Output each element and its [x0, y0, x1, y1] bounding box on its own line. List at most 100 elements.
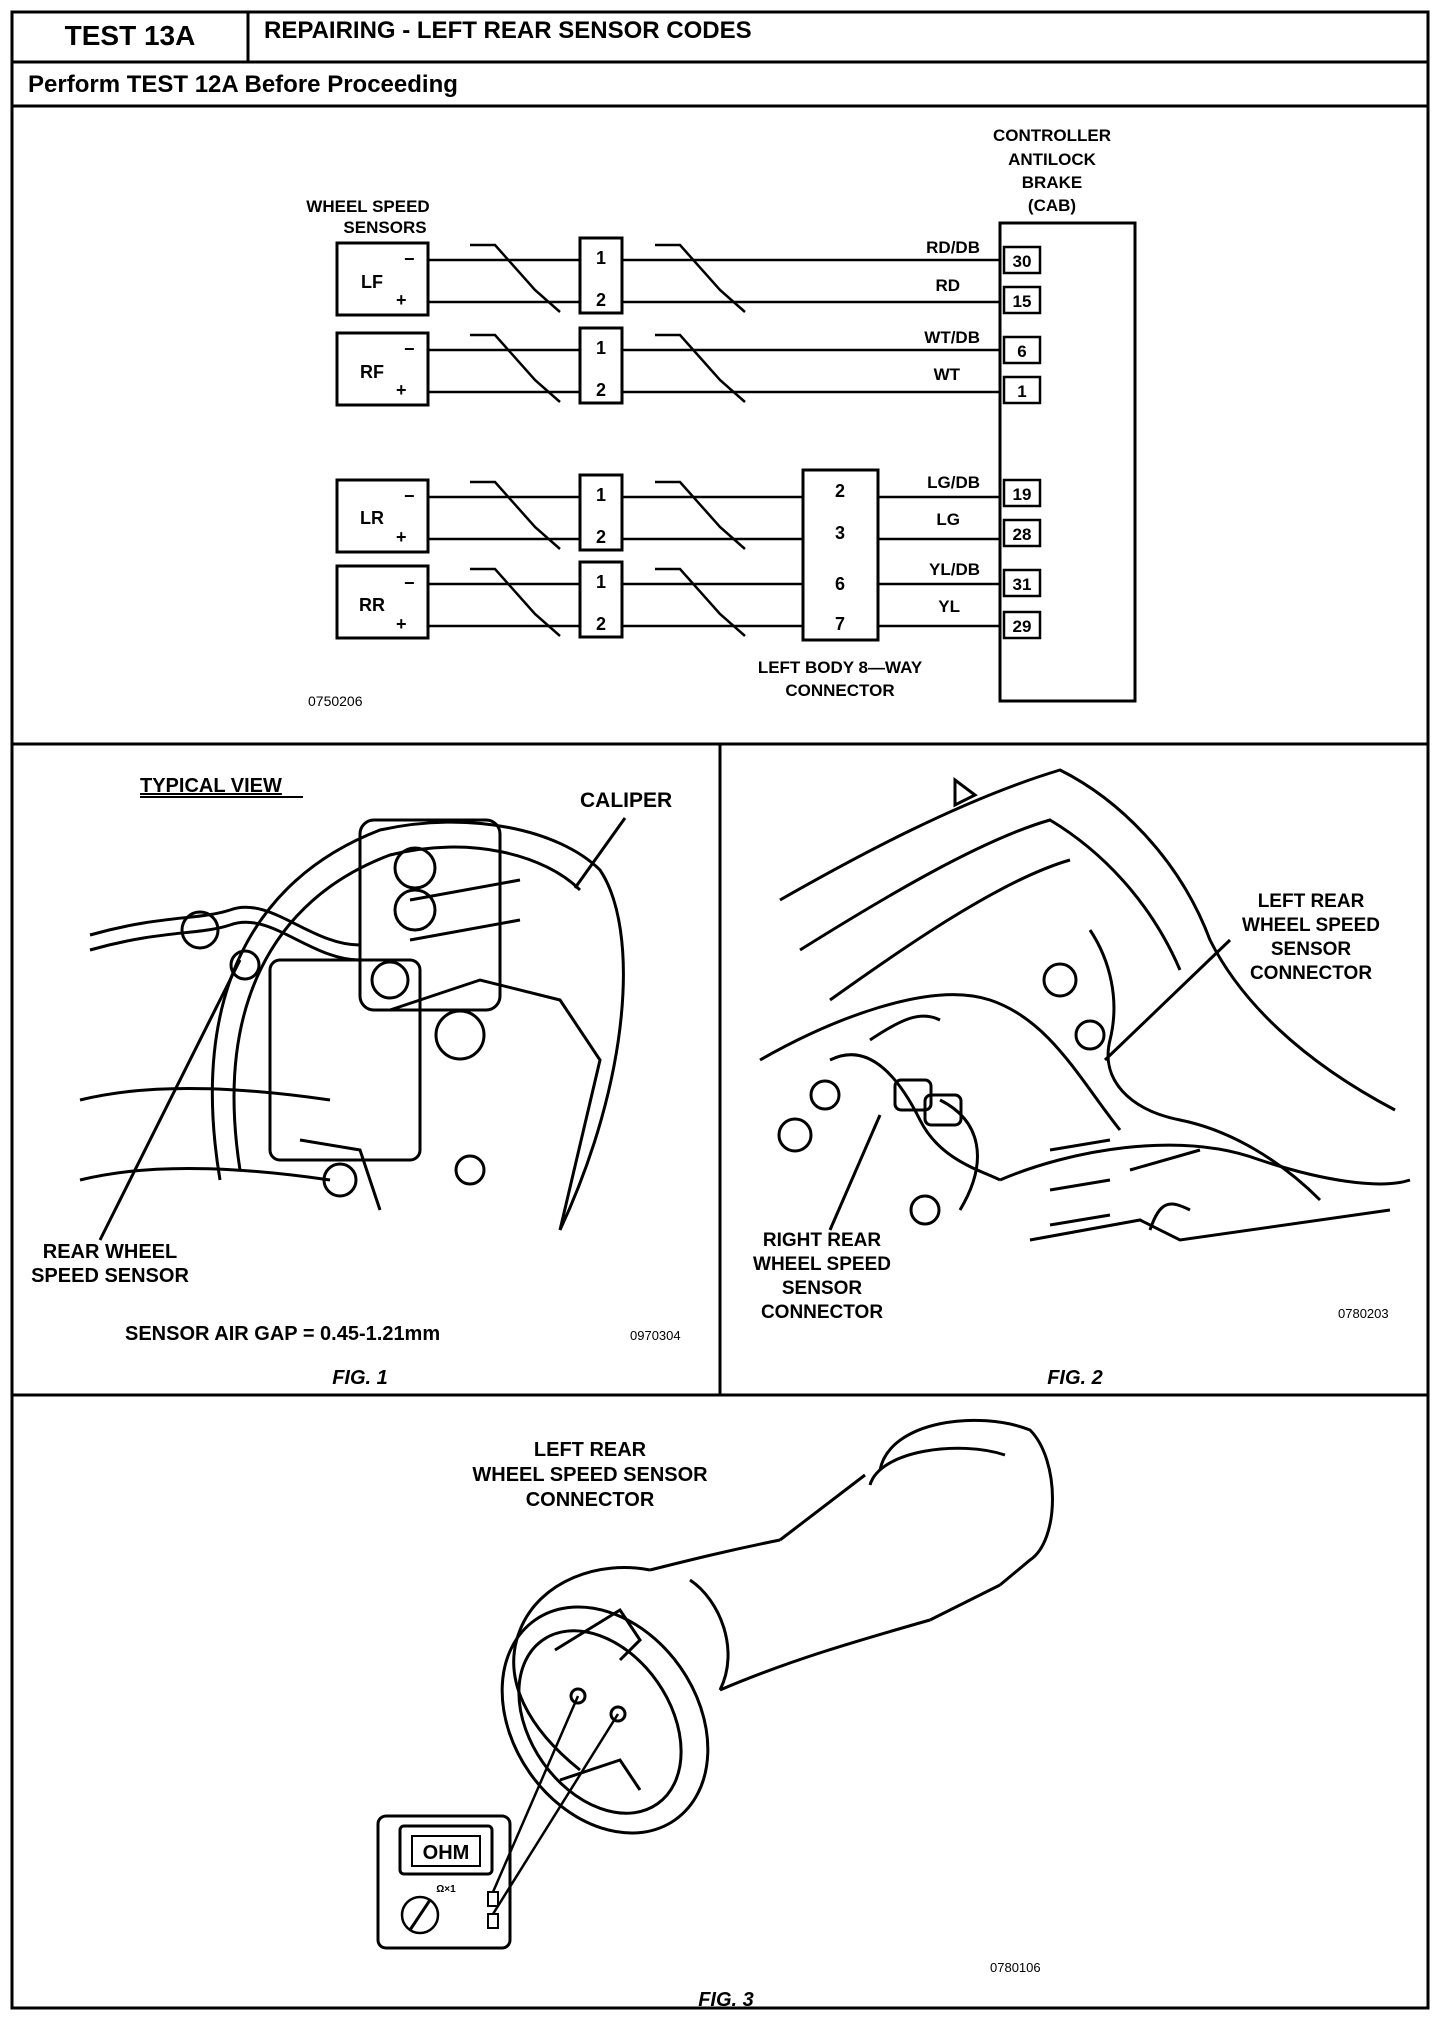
- fig2-panel: LEFT REAR WHEEL SPEED SENSOR CONNECTOR R…: [753, 768, 1411, 1389]
- sensor-connector-drawing: [500, 1418, 1054, 1835]
- meter-jack-1: [487, 1891, 499, 1907]
- fig1-sensor-label-line1: REAR WHEEL: [43, 1241, 177, 1263]
- svg-text:−: −: [404, 486, 415, 506]
- fig3-label-line2: WHEEL SPEED SENSOR: [472, 1464, 708, 1486]
- svg-text:+: +: [396, 290, 407, 310]
- svg-text:30: 30: [1013, 252, 1032, 271]
- sensor-lf: LF − +: [335, 241, 430, 317]
- svg-text:−: −: [404, 339, 415, 359]
- svg-text:+: +: [396, 614, 407, 634]
- schematic-code: 0750206: [308, 693, 363, 709]
- fig1-caliper-label: CALIPER: [580, 789, 672, 812]
- fig1-caption: FIG. 1: [332, 1367, 388, 1389]
- caliper-leader: [573, 817, 627, 889]
- page-frame: [10, 10, 1430, 2010]
- sensor-rr: RR − +: [335, 564, 430, 640]
- cab-pin-boxes: [1002, 245, 1042, 640]
- svg-text:RD: RD: [935, 276, 960, 295]
- svg-text:RF: RF: [360, 362, 384, 382]
- left-rear-connector-leader: [1103, 938, 1232, 1062]
- svg-text:1: 1: [1017, 382, 1026, 401]
- fig3-label-line1: LEFT REAR: [534, 1439, 647, 1461]
- brake-caliper-drawing: [79, 818, 625, 1231]
- svg-text:28: 28: [1013, 525, 1032, 544]
- fig2-left-label-line1: LEFT REAR: [1258, 891, 1365, 912]
- fig3-label-line3: CONNECTOR: [526, 1489, 655, 1511]
- svg-text:2: 2: [596, 614, 606, 634]
- svg-text:+: +: [396, 527, 407, 547]
- cab-pin-numbers: 30 15 6 1 19 28 31 29: [1013, 252, 1032, 636]
- svg-text:LF: LF: [361, 272, 383, 292]
- svg-text:LR: LR: [360, 508, 384, 528]
- fig2-right-label-line3: SENSOR: [782, 1278, 863, 1299]
- svg-text:31: 31: [1013, 575, 1032, 594]
- svg-text:WT/DB: WT/DB: [924, 328, 980, 347]
- svg-text:2: 2: [596, 527, 606, 547]
- svg-text:−: −: [404, 573, 415, 593]
- body-pin-1: 2: [835, 481, 845, 501]
- page-title: REPAIRING - LEFT REAR SENSOR CODES: [264, 17, 752, 44]
- meter-display: OHM: [423, 1842, 470, 1864]
- svg-text:+: +: [396, 380, 407, 400]
- svg-text:RR: RR: [359, 595, 385, 615]
- fig3-code: 0780106: [990, 1960, 1041, 1975]
- right-rear-connector-leader: [828, 1114, 882, 1231]
- fig2-code: 0780203: [1338, 1306, 1389, 1321]
- fig3-caption: FIG. 3: [698, 1989, 754, 2011]
- fig1-panel: TYPICAL VIEW CALIPER REAR WHEEL: [31, 775, 681, 1389]
- fig2-left-label-line3: SENSOR: [1271, 939, 1352, 960]
- sensors-label-line1: WHEEL SPEED: [306, 197, 429, 216]
- svg-text:YL: YL: [938, 597, 960, 616]
- page-subtitle: Perform TEST 12A Before Proceeding: [28, 71, 458, 98]
- sensor-leader: [98, 959, 242, 1241]
- body-pin-3: 6: [835, 574, 845, 594]
- svg-text:RD/DB: RD/DB: [926, 238, 980, 257]
- fig1-code: 0970304: [630, 1328, 681, 1343]
- body-pin-4: 7: [835, 614, 845, 634]
- wire-lines: [428, 243, 1000, 637]
- svg-text:YL/DB: YL/DB: [929, 560, 980, 579]
- test-id: TEST 13A: [65, 20, 196, 51]
- vehicle-underbody-drawing: [759, 768, 1411, 1242]
- svg-text:1: 1: [596, 248, 606, 268]
- svg-text:19: 19: [1013, 485, 1032, 504]
- body-connector-label-line1: LEFT BODY 8—WAY: [758, 658, 923, 677]
- fig2-right-label-line4: CONNECTOR: [761, 1302, 883, 1323]
- svg-text:−: −: [404, 249, 415, 269]
- body-connector: [801, 468, 880, 642]
- fig3-panel: LEFT REAR WHEEL SPEED SENSOR CONNECTOR O…: [376, 1418, 1054, 2011]
- cab-label-line4: (CAB): [1028, 196, 1076, 215]
- svg-text:1: 1: [596, 485, 606, 505]
- inline-connectors: [578, 236, 624, 639]
- fig2-right-label-line2: WHEEL SPEED: [753, 1254, 891, 1275]
- cab-label-line1: CONTROLLER: [993, 126, 1111, 145]
- sensor-rf: RF − +: [335, 331, 430, 407]
- svg-text:LG/DB: LG/DB: [927, 473, 980, 492]
- svg-text:2: 2: [596, 290, 606, 310]
- meter-range: Ω×1: [436, 1884, 456, 1895]
- svg-text:1: 1: [596, 338, 606, 358]
- cab-module-box: [998, 221, 1137, 703]
- svg-text:6: 6: [1017, 342, 1026, 361]
- svg-text:1: 1: [596, 572, 606, 592]
- wiring-schematic: WHEEL SPEED SENSORS CONTROLLER ANTILOCK …: [306, 126, 1137, 709]
- svg-text:15: 15: [1013, 292, 1032, 311]
- svg-text:29: 29: [1013, 617, 1032, 636]
- svg-text:2: 2: [596, 380, 606, 400]
- wire-color-labels: RD/DB RD WT/DB WT LG/DB LG YL/DB YL: [924, 238, 980, 616]
- meter-jack-2: [487, 1913, 499, 1929]
- fig1-air-gap: SENSOR AIR GAP = 0.45-1.21mm: [125, 1323, 440, 1345]
- sensor-lr: LR − +: [335, 478, 430, 554]
- body-pin-2: 3: [835, 523, 845, 543]
- fig2-right-label-line1: RIGHT REAR: [763, 1230, 882, 1251]
- inline-connector-pins: 1 2 1 2 1 2 1 2: [596, 248, 606, 634]
- body-connector-label-line2: CONNECTOR: [785, 681, 894, 700]
- fig1-typical-view: TYPICAL VIEW: [140, 775, 282, 797]
- meter-test-leads: [491, 1695, 620, 1915]
- fig2-caption: FIG. 2: [1047, 1367, 1103, 1389]
- fig2-left-label-line4: CONNECTOR: [1250, 963, 1372, 984]
- svg-text:LG: LG: [936, 510, 960, 529]
- sensors-label-line2: SENSORS: [343, 218, 426, 237]
